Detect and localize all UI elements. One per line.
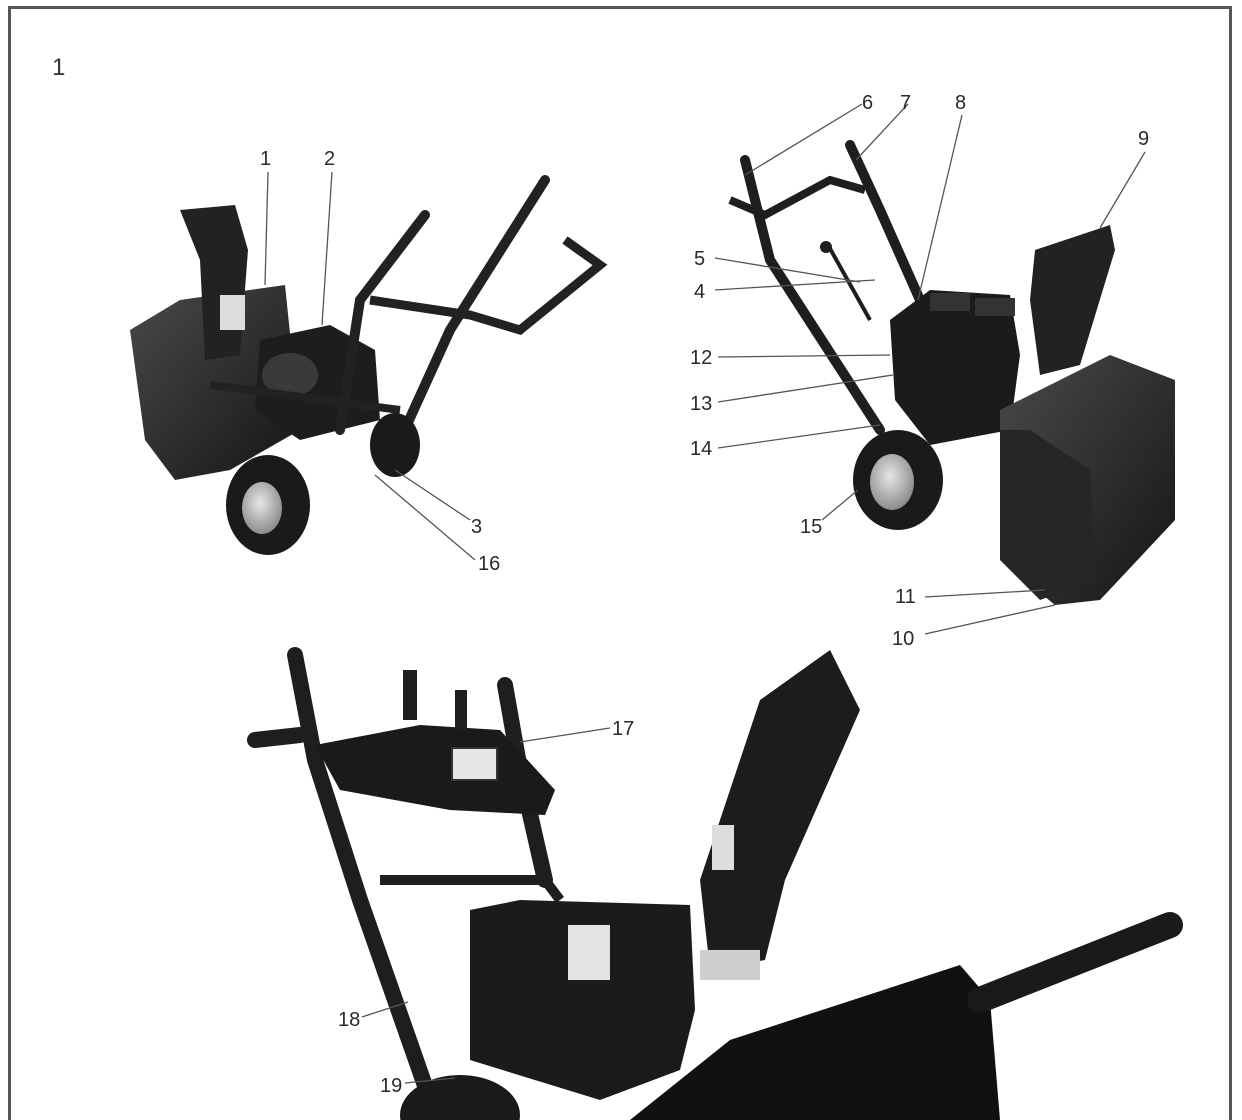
snow-blower-rear-view [728,140,1175,605]
leader-lines [264,103,1146,1084]
callout-19: 19 [380,1075,402,1097]
callout-18: 18 [338,1009,360,1031]
callout-2: 2 [324,148,335,170]
callout-8: 8 [955,92,966,114]
callout-1: 1 [260,148,271,170]
callout-labels: 1 2 3 4 5 6 7 8 9 10 11 12 13 14 15 16 1… [260,92,1149,1097]
callout-4: 4 [694,281,705,303]
callout-6: 6 [862,92,873,114]
figure-frame [8,6,1232,1120]
callout-9: 9 [1138,128,1149,150]
figure-number: 1 [52,54,66,81]
callout-16: 16 [478,553,500,575]
callout-12: 12 [690,347,712,369]
callout-5: 5 [694,248,705,270]
callout-15: 15 [800,516,822,538]
callout-10: 10 [892,628,914,650]
callout-14: 14 [690,438,712,460]
callout-17: 17 [612,718,634,740]
snow-blower-front-view [130,175,608,555]
callout-7: 7 [900,92,911,114]
callout-3: 3 [471,516,482,538]
snow-blower-closeup-view [247,647,1183,1120]
callout-13: 13 [690,393,712,415]
callout-11: 11 [895,586,916,608]
